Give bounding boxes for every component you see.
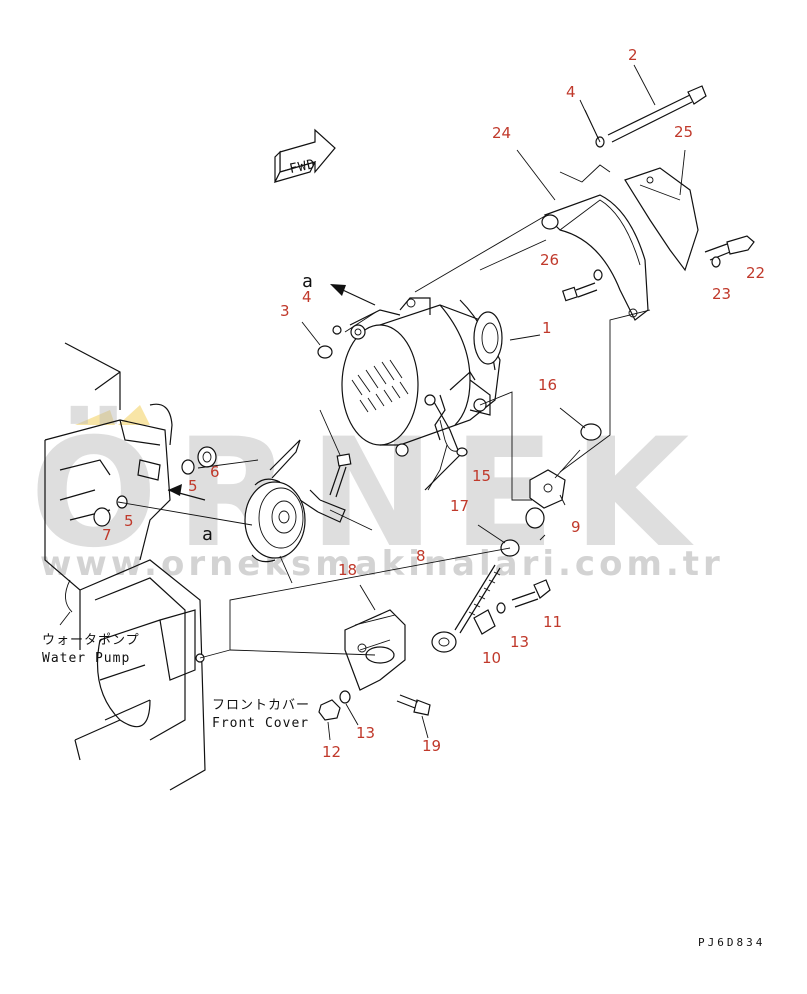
watermark-accent-right xyxy=(118,405,150,425)
harness-14 xyxy=(427,419,468,491)
alternator-1: a xyxy=(302,271,503,491)
v-belt-24 xyxy=(269,439,346,523)
callout-4: 4 xyxy=(566,83,576,101)
spacer-10 xyxy=(473,609,496,635)
callout-5-upper: 5 xyxy=(188,477,198,495)
callout-13-lower: 13 xyxy=(356,724,375,742)
leader-lines xyxy=(279,64,686,741)
callouts: 2 4 24 25 26 22 23 4 3 1 16 5 6 15 17 9 … xyxy=(102,46,765,761)
bolt-2 xyxy=(595,85,707,148)
callout-13-upper: 13 xyxy=(510,633,529,651)
watermark-accent-left xyxy=(75,410,115,425)
callout-19: 23 xyxy=(712,285,731,303)
assembly-lines xyxy=(117,109,651,659)
callout-3: 3 xyxy=(280,302,290,320)
callout-4-lower: 4 xyxy=(302,288,312,306)
spacer-7 xyxy=(93,507,111,527)
callout-15-lower: 17 xyxy=(450,497,469,515)
bolt-26 xyxy=(329,453,352,498)
engine-front-cover: a xyxy=(44,342,217,791)
callout-20: 24 xyxy=(492,124,511,142)
front-cover-label-jp: フロントカバー xyxy=(212,698,310,713)
callout-14: 15 xyxy=(472,467,491,485)
part-labels: ウォータポンプ Water Pump フロントカバー Front Cover P… xyxy=(42,633,765,949)
water-pump-label-en: Water Pump xyxy=(42,651,130,666)
bolt-18 xyxy=(704,235,755,268)
bolt-11 xyxy=(511,579,551,608)
adjust-rod-8 xyxy=(431,564,501,653)
fwd-arrow: FWD xyxy=(273,128,336,183)
washer-13-lower xyxy=(339,690,351,704)
callout-17: 19 xyxy=(422,737,441,755)
view-a-top: a xyxy=(302,271,314,292)
washer-4-lower xyxy=(332,325,342,335)
callout-6: 6 xyxy=(210,463,220,481)
front-cover-label-en: Front Cover xyxy=(212,716,309,731)
callout-12: 12 xyxy=(322,743,341,761)
nut-3 xyxy=(317,345,333,359)
washer-5-bottom xyxy=(116,495,128,509)
bracket-16 xyxy=(344,609,406,691)
washer-5-top xyxy=(181,459,195,475)
callout-21: 25 xyxy=(674,123,693,141)
callout-15-upper: 16 xyxy=(538,376,557,394)
callout-16: 18 xyxy=(338,561,357,579)
callout-8: 8 xyxy=(416,547,426,565)
callout-2: 2 xyxy=(628,46,638,64)
callout-11: 11 xyxy=(543,613,562,631)
washer-13-upper xyxy=(496,602,506,614)
view-a-bottom: a xyxy=(202,524,214,545)
washer-22 xyxy=(593,269,603,281)
callout-9: 9 xyxy=(571,518,581,536)
washer-19 xyxy=(711,256,721,268)
bracket-20 xyxy=(541,194,649,321)
drawing-code: PJ6D834 xyxy=(698,936,765,949)
callout-10: 10 xyxy=(482,649,501,667)
fwd-label: FWD xyxy=(288,157,317,177)
nut-12 xyxy=(318,699,341,721)
watermark-url: www.orneksmakinalari.com.tr xyxy=(40,544,724,584)
bolt-22 xyxy=(561,269,603,302)
callout-18: 22 xyxy=(746,264,765,282)
spacer-15-upper xyxy=(580,423,602,441)
pulley-25 xyxy=(244,478,306,563)
callout-1: 1 xyxy=(542,319,552,337)
water-pump-label-jp: ウォータポンプ xyxy=(42,633,140,648)
bolt-17 xyxy=(396,694,431,716)
callout-7: 7 xyxy=(102,526,112,544)
callout-5-lower: 5 xyxy=(124,512,134,530)
callout-22: 26 xyxy=(540,251,559,269)
